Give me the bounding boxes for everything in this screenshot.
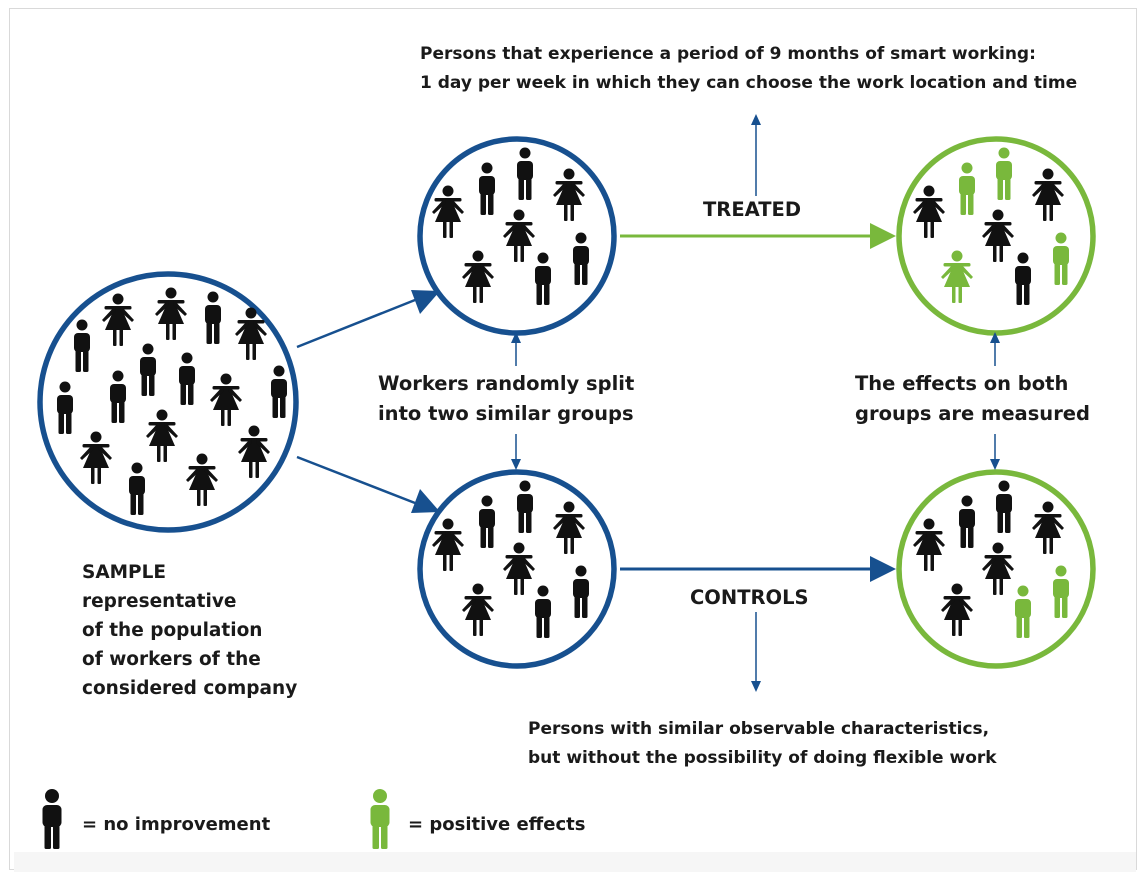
sample-circle bbox=[37, 271, 299, 533]
top-note-line1: Persons that experience a period of 9 mo… bbox=[420, 44, 1036, 64]
legend-green-person-icon bbox=[370, 789, 390, 849]
treated-group-circle bbox=[417, 136, 617, 336]
split-arrow-up bbox=[296, 290, 440, 349]
controls-arrow bbox=[620, 556, 896, 582]
control-result-circle bbox=[896, 469, 1096, 669]
legend-black-person-icon bbox=[42, 789, 62, 849]
footer-band bbox=[14, 852, 1136, 872]
sample-note-line3: of the population bbox=[82, 620, 263, 641]
sample-note-line4: of workers of the bbox=[82, 649, 261, 670]
arrow-right-down bbox=[990, 434, 1000, 470]
control-result-people bbox=[913, 480, 1069, 638]
treated-result-circle bbox=[896, 136, 1096, 336]
middle-note-line2: into two similar groups bbox=[378, 402, 634, 425]
right-note: The effects on both groups are measured bbox=[855, 369, 1090, 429]
arrow-right-up bbox=[990, 332, 1000, 366]
treated-label: TREATED bbox=[703, 198, 802, 221]
middle-note-line1: Workers randomly split bbox=[378, 372, 635, 395]
right-note-line2: groups are measured bbox=[855, 402, 1090, 425]
arrow-to-bottom-note bbox=[751, 612, 761, 692]
control-group-circle bbox=[417, 469, 617, 669]
top-note: Persons that experience a period of 9 mo… bbox=[420, 40, 1077, 98]
treated-group-people bbox=[432, 147, 589, 305]
right-note-line1: The effects on both bbox=[855, 372, 1069, 395]
split-arrow-down bbox=[296, 455, 440, 513]
middle-note: Workers randomly split into two similar … bbox=[378, 369, 634, 429]
legend-no-improvement: = no improvement bbox=[82, 814, 271, 835]
bottom-note-line1: Persons with similar observable characte… bbox=[528, 719, 990, 739]
treated-result-people bbox=[913, 147, 1069, 305]
arrow-middle-up bbox=[511, 332, 521, 366]
control-group-people bbox=[432, 480, 589, 638]
sample-note-line2: representative bbox=[82, 591, 237, 612]
treated-arrow bbox=[620, 223, 896, 249]
sample-people bbox=[57, 287, 287, 515]
top-note-line2: 1 day per week in which they can choose … bbox=[420, 73, 1078, 93]
sample-note-line5: considered company bbox=[82, 678, 298, 699]
bottom-note: Persons with similar observable characte… bbox=[528, 715, 997, 773]
bottom-note-line2: but without the possibility of doing fle… bbox=[528, 748, 997, 768]
sample-note: SAMPLE representative of the population … bbox=[82, 558, 297, 703]
sample-note-line1: SAMPLE bbox=[82, 562, 167, 583]
arrow-to-top-note bbox=[751, 114, 761, 196]
legend-positive-effects: = positive effects bbox=[408, 814, 586, 835]
arrow-middle-down bbox=[511, 434, 521, 470]
controls-label: CONTROLS bbox=[690, 586, 809, 609]
